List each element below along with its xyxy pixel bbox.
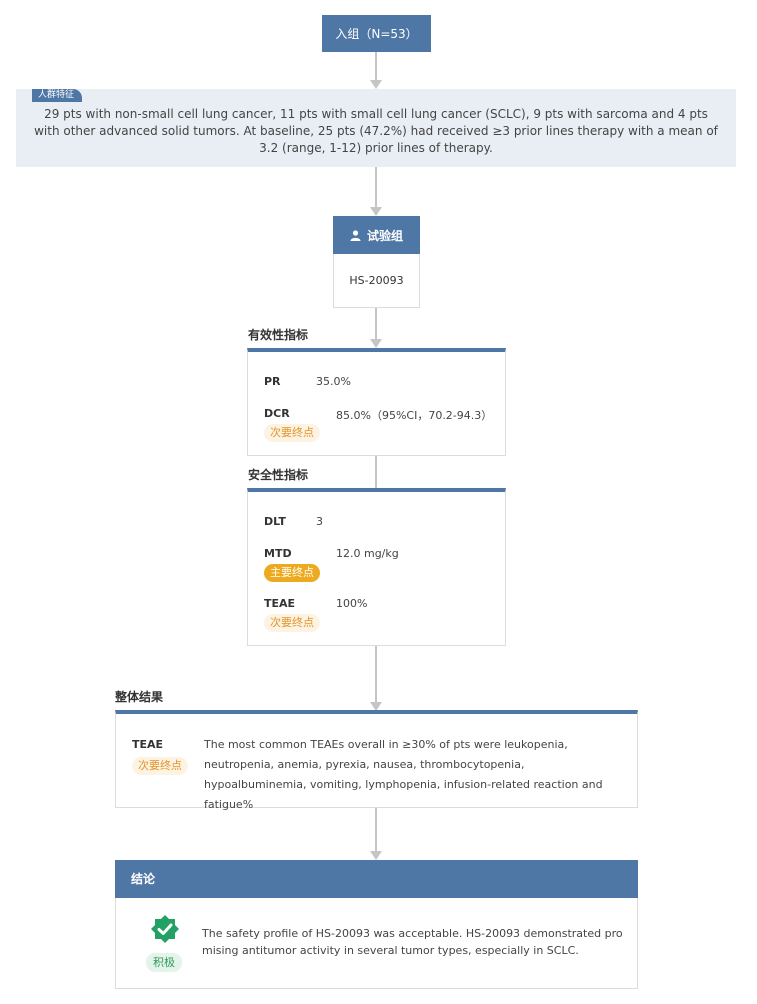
secondary-endpoint-badge: 次要终点 bbox=[264, 614, 320, 632]
efficacy-value-dcr: 85.0%（95%CI，70.2-94.3） bbox=[336, 409, 493, 422]
connector bbox=[375, 646, 377, 702]
arm-title: 试验组 bbox=[366, 228, 403, 243]
efficacy-label-pr: PR bbox=[264, 375, 281, 388]
overall-text: The most common TEAEs overall in ≥30% of… bbox=[204, 738, 603, 811]
arrow-down-icon bbox=[370, 339, 382, 348]
safety-label-mtd: MTD bbox=[264, 547, 292, 560]
safety-value-dlt: 3 bbox=[316, 515, 323, 528]
safety-label-dlt: DLT bbox=[264, 515, 286, 528]
arrow-down-icon bbox=[370, 851, 382, 860]
conclusion-title: 结论 bbox=[131, 872, 156, 886]
population-text: 29 pts with non-small cell lung cancer, … bbox=[34, 107, 718, 155]
primary-endpoint-badge: 主要终点 bbox=[264, 564, 320, 582]
connector bbox=[375, 52, 377, 82]
safety-card: DLT 3 MTD 12.0 mg/kg 主要终点 TEAE 100% 次要终点 bbox=[247, 488, 506, 646]
conclusion-body: 积极 The safety profile of HS-20093 was ac… bbox=[115, 898, 638, 989]
check-badge-icon bbox=[150, 914, 180, 944]
safety-value-mtd: 12.0 mg/kg bbox=[336, 547, 399, 560]
positive-badge: 积极 bbox=[146, 953, 182, 972]
arrow-down-icon bbox=[370, 702, 382, 711]
connector bbox=[375, 808, 377, 852]
overall-card: TEAE 次要终点 The most common TEAEs overall … bbox=[115, 710, 638, 811]
connector bbox=[375, 308, 377, 340]
secondary-endpoint-badge: 次要终点 bbox=[132, 757, 188, 775]
efficacy-value-pr: 35.0% bbox=[316, 375, 351, 388]
safety-value-teae: 100% bbox=[336, 597, 368, 610]
arm-body: HS-20093 bbox=[333, 254, 420, 308]
population-tag: 人群特征 bbox=[32, 89, 83, 102]
person-icon bbox=[350, 229, 361, 241]
connector bbox=[375, 167, 377, 209]
connector bbox=[375, 456, 377, 488]
population-panel: 人群特征 29 pts with non-small cell lung can… bbox=[16, 89, 736, 167]
efficacy-label-dcr: DCR bbox=[264, 407, 290, 420]
efficacy-title: 有效性指标 bbox=[248, 328, 309, 342]
arm-drug: HS-20093 bbox=[349, 274, 404, 287]
overall-title: 整体结果 bbox=[115, 690, 164, 704]
arrow-down-icon bbox=[370, 80, 382, 89]
conclusion-text: The safety profile of HS-20093 was accep… bbox=[202, 927, 623, 957]
efficacy-card: PR 35.0% DCR 85.0%（95%CI，70.2-94.3） 次要终点 bbox=[247, 348, 506, 456]
safety-title: 安全性指标 bbox=[248, 468, 309, 482]
conclusion-header: 结论 bbox=[115, 860, 638, 898]
overall-label-teae: TEAE bbox=[132, 738, 164, 751]
secondary-endpoint-badge: 次要终点 bbox=[264, 424, 320, 442]
arm-header: 试验组 bbox=[333, 216, 420, 254]
enrollment-label: 入组（N=53） bbox=[335, 27, 418, 41]
arrow-down-icon bbox=[370, 207, 382, 216]
safety-label-teae: TEAE bbox=[264, 597, 296, 610]
enrollment-box: 入组（N=53） bbox=[322, 15, 431, 52]
